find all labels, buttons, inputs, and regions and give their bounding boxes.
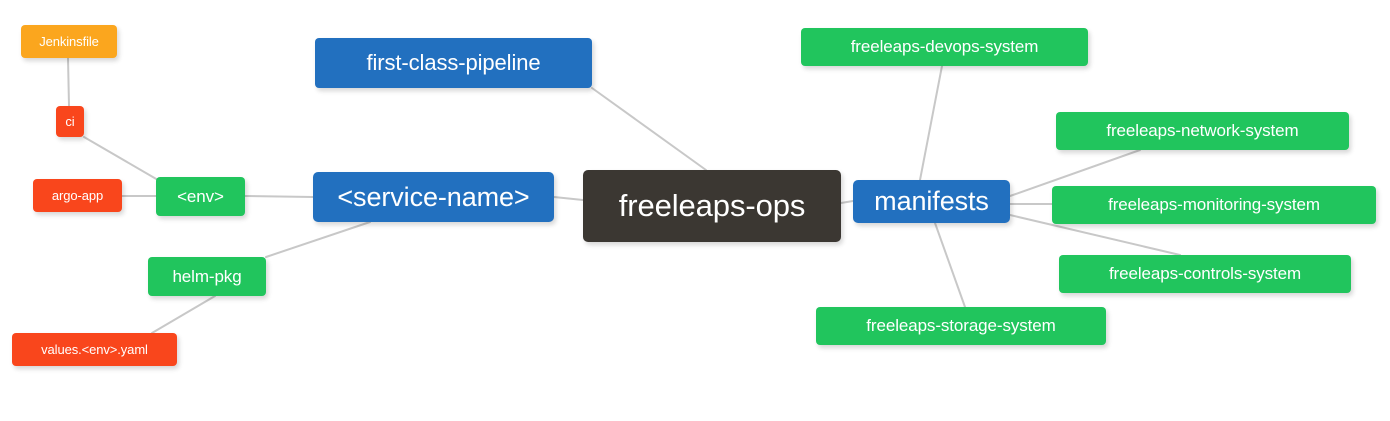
edge-manifests-to-freeleaps-devops-system (919, 65, 943, 181)
node-label: values.<env>.yaml (41, 342, 148, 357)
node-label: Jenkinsfile (39, 34, 99, 49)
node-jenkinsfile[interactable]: Jenkinsfile (21, 25, 117, 58)
node-freeleaps-ops[interactable]: freeleaps-ops (583, 170, 841, 242)
node-first-class-pipeline[interactable]: first-class-pipeline (315, 38, 592, 88)
node-label: argo-app (51, 188, 104, 203)
edge-freeleaps-ops-to-manifests (840, 200, 854, 204)
edge-manifests-to-freeleaps-storage-system (934, 222, 966, 308)
node-label: freeleaps-controls-system (1108, 264, 1302, 283)
node-freeleaps-network-system[interactable]: freeleaps-network-system (1056, 112, 1349, 150)
node-label: helm-pkg (172, 266, 242, 286)
node-freeleaps-devops-system[interactable]: freeleaps-devops-system (801, 28, 1088, 66)
node-label: freeleaps-network-system (1106, 121, 1299, 140)
node-env[interactable]: <env> (156, 177, 245, 216)
node-freeleaps-controls-system[interactable]: freeleaps-controls-system (1059, 255, 1351, 293)
edge-ci-to-env (83, 136, 159, 181)
node-label: <service-name> (337, 181, 530, 212)
node-argo-app[interactable]: argo-app (33, 179, 122, 212)
node-label: freeleaps-devops-system (850, 37, 1039, 56)
node-label: ci (65, 114, 75, 129)
edge-values-env-yaml-to-helm-pkg (151, 295, 216, 334)
node-label: manifests (874, 186, 989, 216)
node-ci[interactable]: ci (56, 106, 84, 137)
node-label: first-class-pipeline (366, 50, 541, 75)
node-freeleaps-monitoring-system[interactable]: freeleaps-monitoring-system (1052, 186, 1376, 224)
edge-helm-pkg-to-service-name (265, 221, 371, 258)
node-label: <env> (177, 186, 224, 206)
edge-service-name-to-freeleaps-ops (553, 196, 584, 201)
node-label: freeleaps-storage-system (866, 316, 1056, 335)
node-helm-pkg[interactable]: helm-pkg (148, 257, 266, 296)
edge-env-to-service-name (244, 195, 314, 198)
node-manifests[interactable]: manifests (853, 180, 1010, 223)
edge-first-class-pipeline-to-freeleaps-ops (591, 87, 707, 171)
node-values-env-yaml[interactable]: values.<env>.yaml (12, 333, 177, 366)
edge-jenkinsfile-to-ci (67, 57, 70, 107)
node-label: freeleaps-monitoring-system (1108, 195, 1320, 214)
node-service-name[interactable]: <service-name> (313, 172, 554, 222)
node-freeleaps-storage-system[interactable]: freeleaps-storage-system (816, 307, 1106, 345)
node-label: freeleaps-ops (618, 188, 806, 223)
